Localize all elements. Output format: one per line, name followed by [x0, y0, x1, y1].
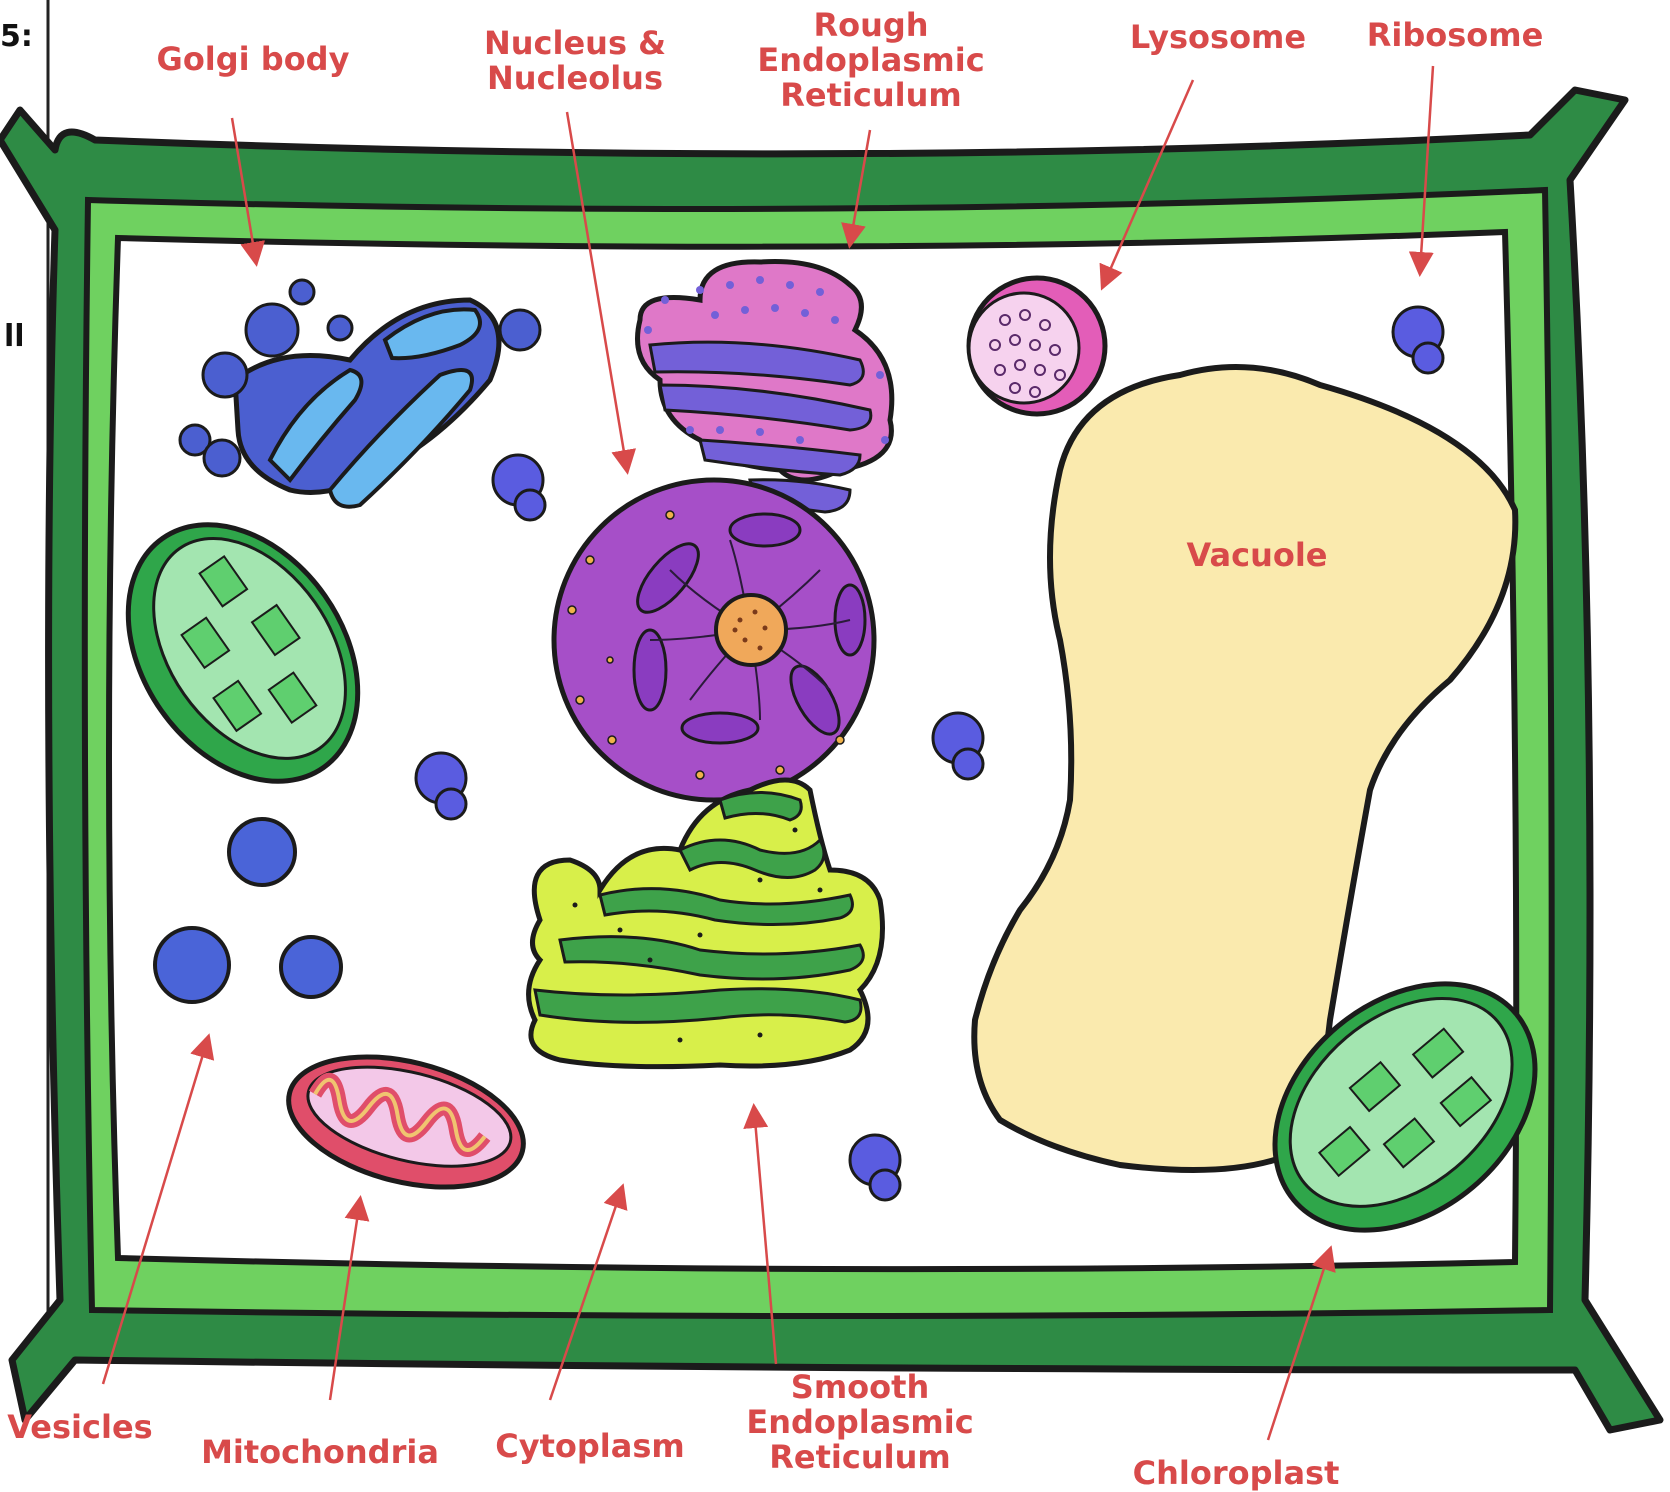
label-rough-er-line2: Endoplasmic [757, 41, 984, 79]
label-nucleus-line2: Nucleolus [487, 59, 663, 97]
label-chloroplast: Chloroplast [1133, 1454, 1340, 1492]
nucleus [554, 480, 874, 800]
label-smooth-er-line2: Endoplasmic [746, 1403, 973, 1441]
golgi-bubble [203, 353, 247, 397]
lysosome [969, 278, 1105, 414]
edge-text-mid: ll [4, 319, 25, 354]
smooth-er-tube [535, 989, 861, 1023]
golgi-bubble [290, 280, 314, 304]
golgi-bubble [328, 316, 352, 340]
label-ribosome: Ribosome [1367, 16, 1544, 54]
golgi-bubble [246, 304, 298, 356]
golgi-bubble [500, 310, 540, 350]
label-cytoplasm: Cytoplasm [495, 1427, 684, 1465]
nucleolus [716, 595, 786, 665]
edge-text-top: 5: [0, 19, 33, 54]
vesicle [155, 928, 229, 1002]
vesicle [281, 937, 341, 997]
label-lysosome: Lysosome [1130, 18, 1306, 56]
vesicle [229, 819, 295, 885]
label-golgi-body: Golgi body [157, 40, 350, 78]
label-vacuole: Vacuole [1186, 536, 1327, 574]
label-rough-er-line1: Rough [813, 6, 928, 44]
label-smooth-er-line1: Smooth [791, 1368, 929, 1406]
label-vesicles: Vesicles [7, 1408, 152, 1446]
label-mitochondria: Mitochondria [201, 1433, 439, 1471]
label-rough-er-line3: Reticulum [780, 76, 961, 114]
nucleus-envelope [554, 480, 874, 800]
golgi-bubble [204, 440, 240, 476]
label-smooth-er-line3: Reticulum [769, 1438, 950, 1476]
label-nucleus-line1: Nucleus & [484, 24, 666, 62]
